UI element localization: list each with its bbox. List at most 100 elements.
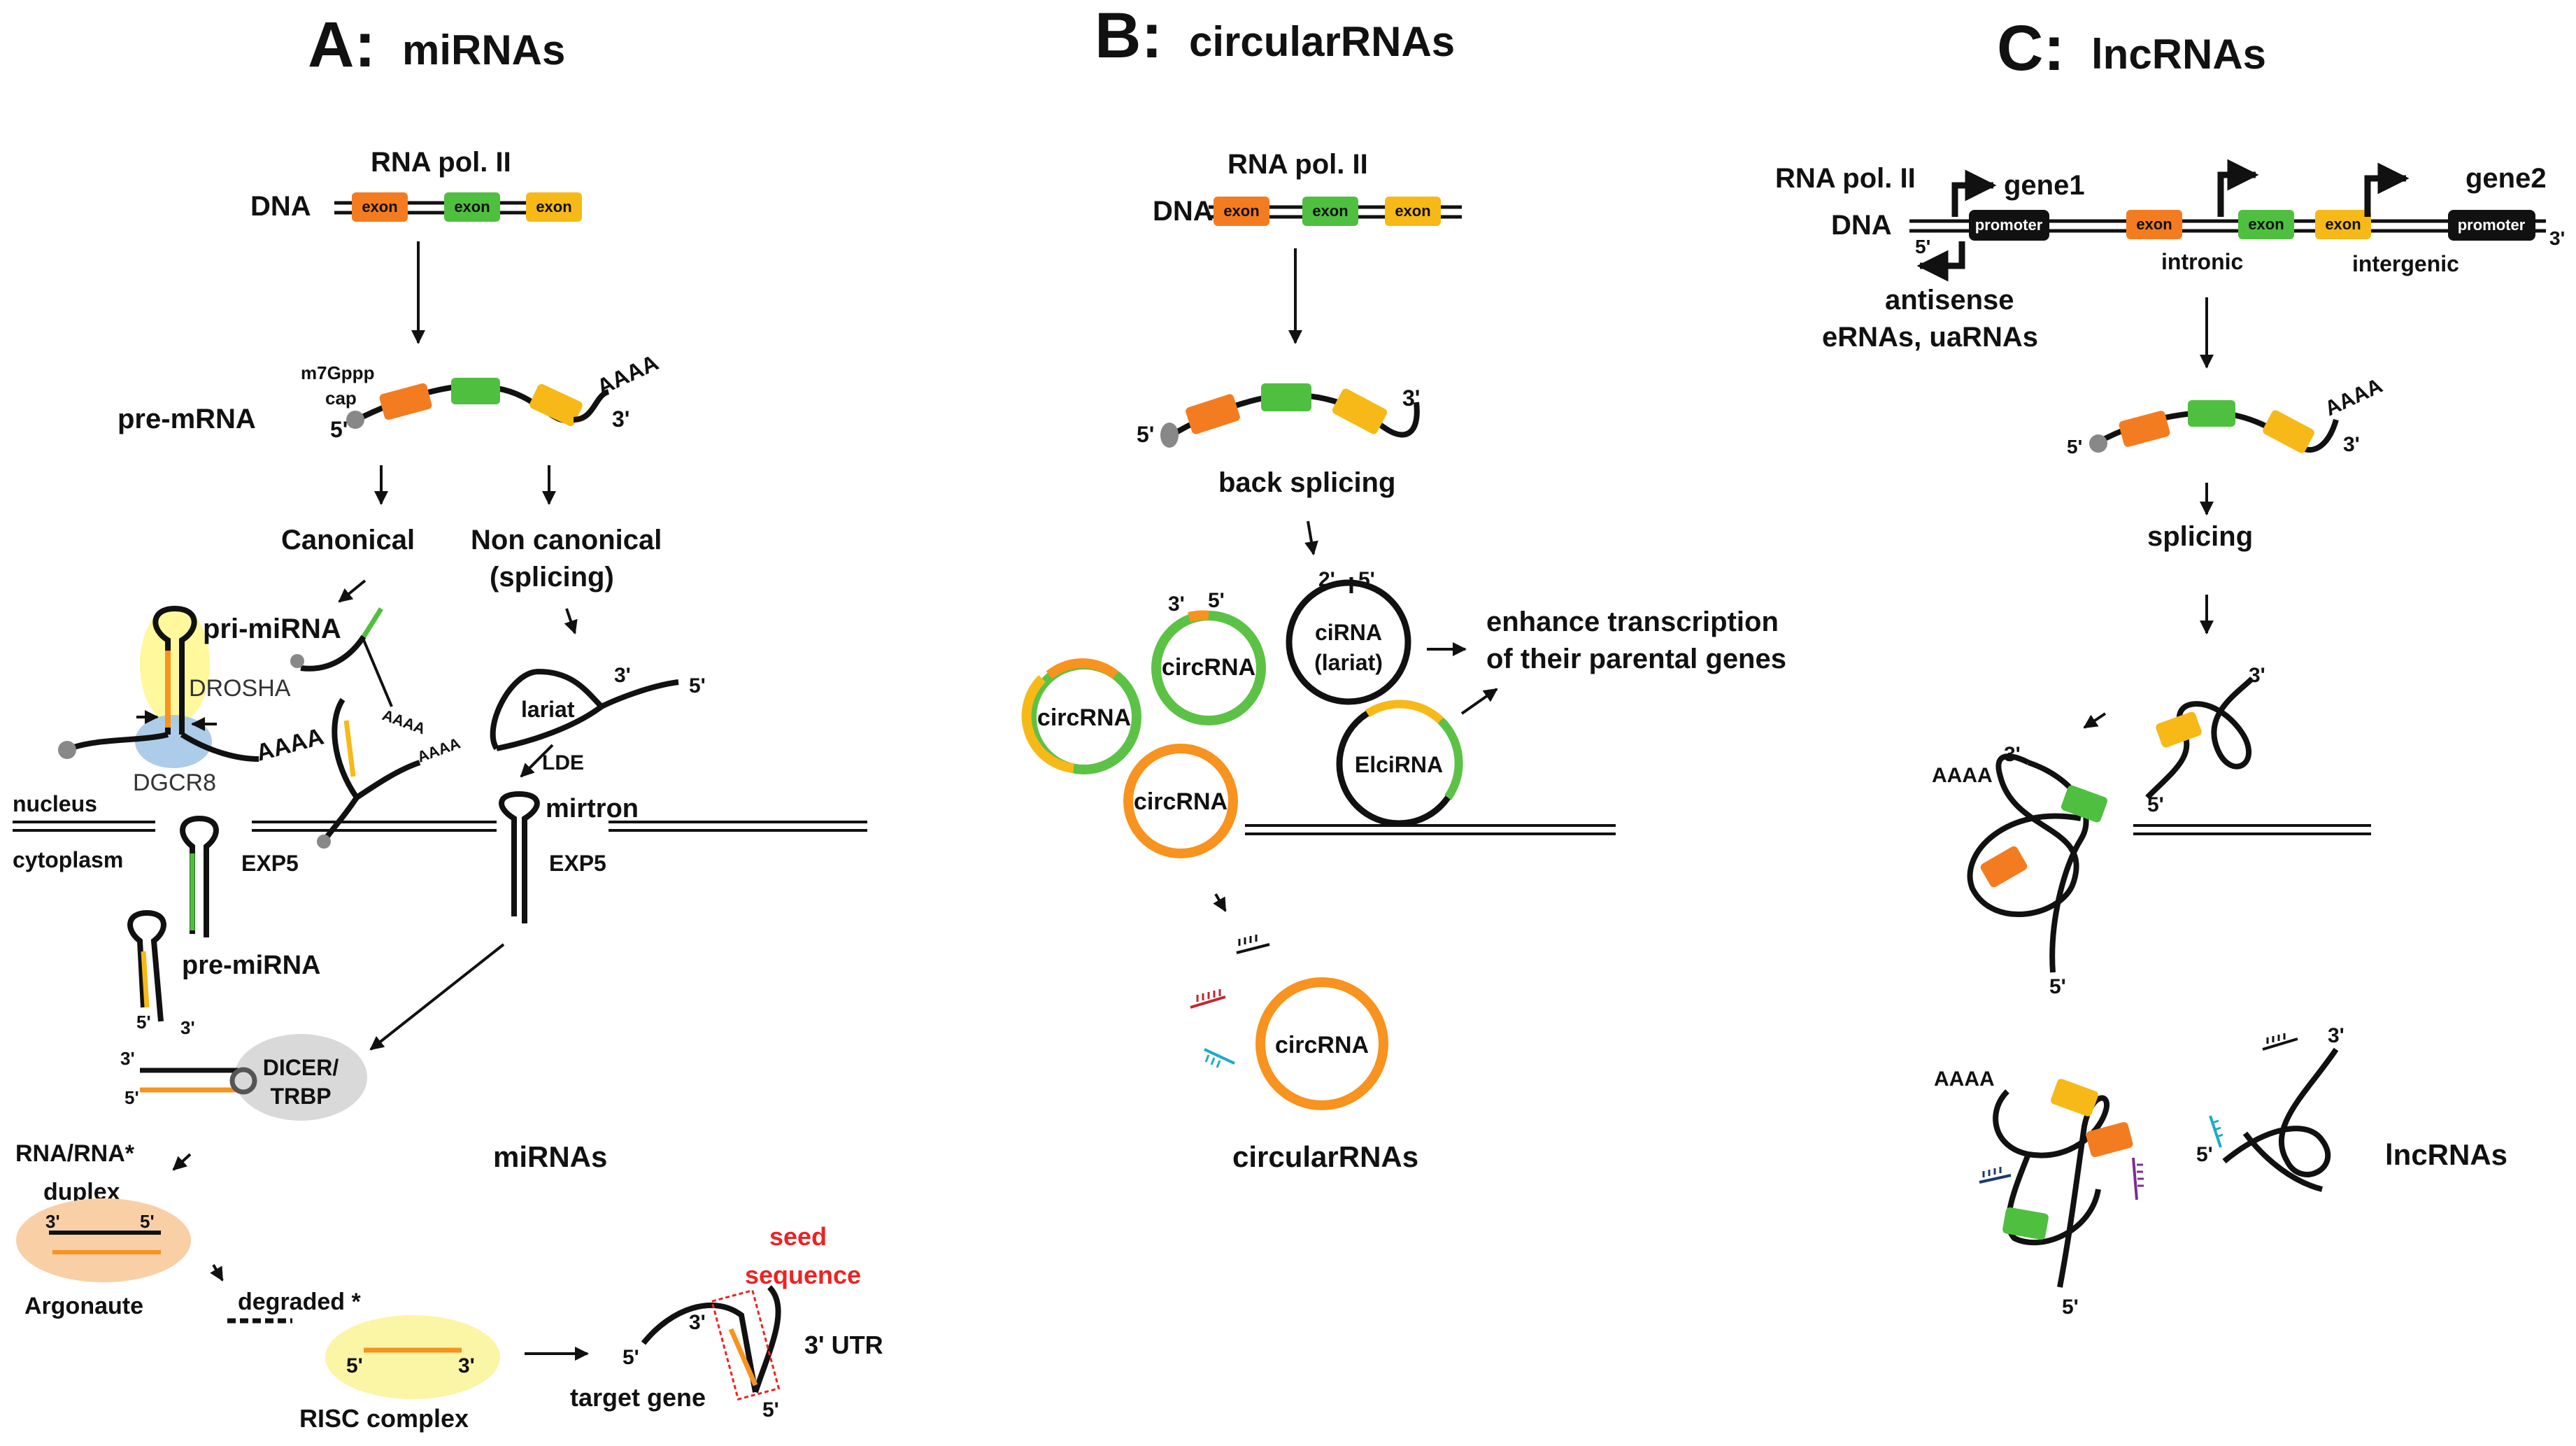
gene1-label: gene1 <box>2004 170 2085 201</box>
a-pre-mrna-label: pre-mRNA <box>118 404 256 434</box>
c-folded-lncrna-nucleus <box>1967 753 2107 973</box>
target-mirna-5prime: 5' <box>762 1398 779 1422</box>
circrna-mixed <box>1021 658 1141 774</box>
small-primirna-top <box>290 607 393 707</box>
pri-mirna-label: pri-miRNA <box>203 614 341 644</box>
b-pre-mrna-5prime: 5' <box>1137 422 1154 447</box>
c-pre-mrna-polya: AAAA <box>2321 374 2386 421</box>
c-top-5prime: 5' <box>2147 793 2164 816</box>
c-folded-lncrna-cyto-left <box>1979 1079 2144 1288</box>
elcirna-circle <box>1336 700 1463 827</box>
b-pre-mrna-strand <box>1160 383 1420 448</box>
panel-b-letter: B: <box>1095 0 1162 71</box>
a-pre-mrna-3prime: 3' <box>612 406 629 432</box>
argonaute-blob <box>16 1198 191 1282</box>
panel-b-title: circularRNAs <box>1189 18 1455 65</box>
panel-c: C: lncRNAs RNA pol. II DNA promoter exon… <box>1775 13 2565 1319</box>
target-5prime: 5' <box>622 1346 639 1369</box>
risc-5prime: 5' <box>346 1354 363 1377</box>
b-arrow-export <box>1213 893 1227 912</box>
dgcr8-label: DGCR8 <box>133 770 216 796</box>
a-noncanonical-label-1: Non canonical <box>471 525 662 555</box>
a-cap-label-1: m7Gppp <box>301 362 374 383</box>
c-cyto-polya: AAAA <box>1934 1068 1995 1091</box>
nucleus-label: nucleus <box>13 791 97 816</box>
dicer-label-2: TRBP <box>270 1084 331 1109</box>
circrna-cytoplasm-label: circRNA <box>1275 1032 1369 1058</box>
target-3prime: 3' <box>689 1311 706 1334</box>
a-arrow-to-primirna <box>338 579 367 603</box>
b-exon-2: exon <box>1302 197 1358 226</box>
a-pre-mrna-strand <box>346 378 610 429</box>
a-exon-1: exon <box>352 192 408 222</box>
c-arrow-nucleus <box>2083 712 2107 729</box>
c-promoter-2: promoter <box>2448 210 2535 241</box>
a-pre-mrna-5prime: 5' <box>330 417 348 442</box>
dicer-3prime: 3' <box>120 1048 135 1069</box>
lariat-label: lariat <box>521 697 575 722</box>
dicer-blob <box>234 1034 367 1121</box>
utr-label: 3' UTR <box>804 1331 883 1359</box>
elcirna-label: ElciRNA <box>1355 752 1443 777</box>
svg-text:exon: exon <box>1312 202 1348 220</box>
argonaute-5prime: 5' <box>140 1211 155 1232</box>
c-top-3prime: 3' <box>2249 664 2265 687</box>
a-exp5-mirtron: EXP5 <box>549 851 606 876</box>
c-cyto-5prime: 5' <box>2062 1296 2079 1319</box>
c-exon-2: exon <box>2238 210 2294 239</box>
target-gene-mrna <box>641 1285 781 1401</box>
svg-text:promoter: promoter <box>2458 216 2526 234</box>
svg-text:exon: exon <box>2248 215 2284 233</box>
cirna-5prime: 5' <box>1358 568 1375 591</box>
bound-mirnas <box>1190 935 1270 1068</box>
circrna-green-5prime: 5' <box>1208 589 1225 612</box>
degraded-label: degraded * <box>238 1289 361 1315</box>
circrna-green <box>1151 610 1266 725</box>
c-nuc-3prime: 3' <box>2004 743 2021 766</box>
intergenic-label: intergenic <box>2352 251 2459 276</box>
cirna-label-2: (lariat) <box>1314 650 1383 675</box>
dicer-label-1: DICER/ <box>263 1055 339 1080</box>
a-arrow-to-duplex <box>172 1153 192 1171</box>
antisense-label: antisense <box>1885 285 2014 316</box>
c-nuclear-membrane <box>2133 824 2371 835</box>
c-pre-mrna-5prime: 5' <box>2067 436 2082 458</box>
c-pre-mrna-3prime: 3' <box>2343 433 2360 456</box>
pri-mirna-hairpin <box>58 605 259 762</box>
c-folded-lncrna-top <box>2145 676 2254 800</box>
c-nuc-5prime: 5' <box>2049 975 2066 998</box>
exp5-premirna-hairpin <box>180 815 219 937</box>
panel-c-title: lncRNAs <box>2091 31 2266 78</box>
erna-label: eRNAs, uaRNAs <box>1822 322 2038 353</box>
c-cyto-right-3prime: 3' <box>2328 1024 2344 1047</box>
c-rna-pol-label: RNA pol. II <box>1775 163 1916 194</box>
c-exon-1: exon <box>2126 210 2182 239</box>
lariat-shape <box>490 668 679 751</box>
cirna-lariat-circle <box>1286 579 1411 705</box>
svg-text:promoter: promoter <box>1975 216 2043 234</box>
a-exp5-canonical: EXP5 <box>241 851 299 876</box>
svg-text:exon: exon <box>362 198 397 215</box>
a-rna-pol-label: RNA pol. II <box>371 147 511 178</box>
enhance-label-2: of their parental genes <box>1486 644 1786 674</box>
c-footer-label: lncRNAs <box>2385 1138 2507 1171</box>
c-dna-label: DNA <box>1831 210 1892 241</box>
b-footer-label: circularRNAs <box>1232 1140 1418 1173</box>
drosha-blob <box>140 605 210 724</box>
pre-mirna-5prime: 5' <box>136 1012 151 1033</box>
intronic-label: intronic <box>2161 249 2243 274</box>
b-nuclear-membrane <box>1245 824 1616 835</box>
panel-a-title: miRNAs <box>402 27 565 73</box>
dicer-5prime: 5' <box>124 1087 139 1108</box>
c-cyto-right-5prime: 5' <box>2196 1143 2213 1166</box>
svg-text:exon: exon <box>2325 215 2361 233</box>
circrna-cytoplasm <box>1255 977 1388 1110</box>
a-small-polya-2: AAAA <box>415 734 462 765</box>
pre-mirna-hairpin <box>127 909 166 1022</box>
a-arrow-mirtron-to-dicer <box>369 943 505 1051</box>
b-arrow-enhance-2 <box>1460 688 1498 715</box>
svg-text:exon: exon <box>1395 202 1430 220</box>
back-splicing-label: back splicing <box>1218 467 1395 498</box>
risc-blob <box>325 1315 500 1399</box>
